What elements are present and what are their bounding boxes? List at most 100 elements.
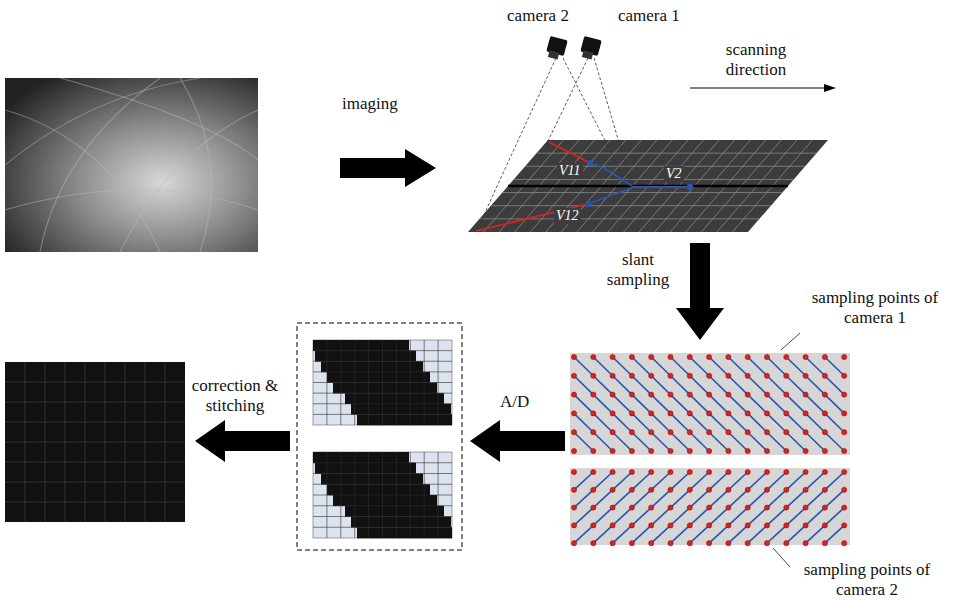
sampling-line [613,432,632,451]
pixel-line [313,473,452,474]
callout-label: sampling points of camera 2 [792,560,942,599]
sampling-point [649,469,654,474]
pixel-line [5,462,185,463]
sampling-line [690,525,709,543]
sampling-point [842,541,847,546]
sampling-point [764,523,769,528]
big-arrow [470,420,565,462]
camera-label: camera 1 [618,6,698,26]
source-image [5,78,258,252]
sampling-point [745,354,750,359]
sampling-line [671,376,690,395]
sampling-point [629,505,634,510]
sampling-point [803,505,808,510]
sampling-point [687,448,692,453]
vector-v11 [590,163,632,186]
sampling-line [613,357,632,376]
sampling-line [632,376,651,395]
sampling-point [842,523,847,528]
sampling-point [687,523,692,528]
sampling-point [629,373,634,378]
sampling-line [748,413,767,432]
sampling-line [593,472,612,490]
sampling-point [649,354,654,359]
sampling-line [825,357,844,376]
sampling-point [726,411,731,416]
sampling-line [825,413,844,432]
direction-arrow [690,87,830,88]
sampling-point [687,430,692,435]
sampling-line [767,395,786,414]
sampling-point [668,469,673,474]
sampling-line [632,432,651,451]
output-image [5,362,185,522]
grid-line [514,179,794,180]
pixel-band [351,404,451,415]
sampling-point [745,392,750,397]
pixel-line [313,361,452,362]
sampling-line [574,508,593,526]
sampling-point [745,448,750,453]
sampling-line [651,357,670,376]
sampling-point [803,487,808,492]
sampling-point [610,411,615,416]
sampling-line [671,395,690,414]
sampling-point [745,430,750,435]
vector-label: V2 [664,166,684,182]
sampling-point [822,541,827,546]
pixel-line [313,403,452,404]
sampling-point [822,430,827,435]
sampling-line [767,472,786,490]
big-arrow [676,243,724,340]
sampling-line [574,432,593,451]
sampling-line [593,376,612,395]
sampling-point [707,487,712,492]
sampling-line [574,525,593,543]
sampling-point [707,523,712,528]
sampling-point [842,505,847,510]
sampling-point [629,448,634,453]
sampling-line [574,472,593,490]
sampling-line [709,395,728,414]
sampling-line [806,432,825,451]
leader-line [773,548,790,567]
sampling-point [764,373,769,378]
sampling-line [574,413,593,432]
sampling-point [726,448,731,453]
sampling-point [764,354,769,359]
sampling-line [690,472,709,490]
pixel-line [313,414,452,415]
sampling-line [651,490,670,508]
sampling-point [649,411,654,416]
sampling-line [690,432,709,451]
sampling-point [668,354,673,359]
sampling-point [687,469,692,474]
sampling-line [806,413,825,432]
sampling-point [745,411,750,416]
sampling-point [610,392,615,397]
pixel-line [5,402,185,403]
sampling-line [613,525,632,543]
sampling-line [690,357,709,376]
sampling-line [825,395,844,414]
red-line [549,142,590,163]
sampling-line [748,395,767,414]
sampling-point [668,487,673,492]
pixel-line [5,482,185,483]
sampling-line [671,490,690,508]
sampling-point [764,541,769,546]
image-ground [313,340,452,425]
direction-label: scanning direction [708,40,804,79]
sampling-line [786,525,805,543]
sampling-point [629,523,634,528]
sampling-line [806,508,825,526]
sampling-point [784,354,789,359]
sampling-line [825,508,844,526]
pixel-band [351,517,451,528]
pixel-line [313,484,452,485]
curve [120,110,258,252]
sampling-point [687,505,692,510]
sampling-line [632,413,651,432]
sampling-point [784,430,789,435]
